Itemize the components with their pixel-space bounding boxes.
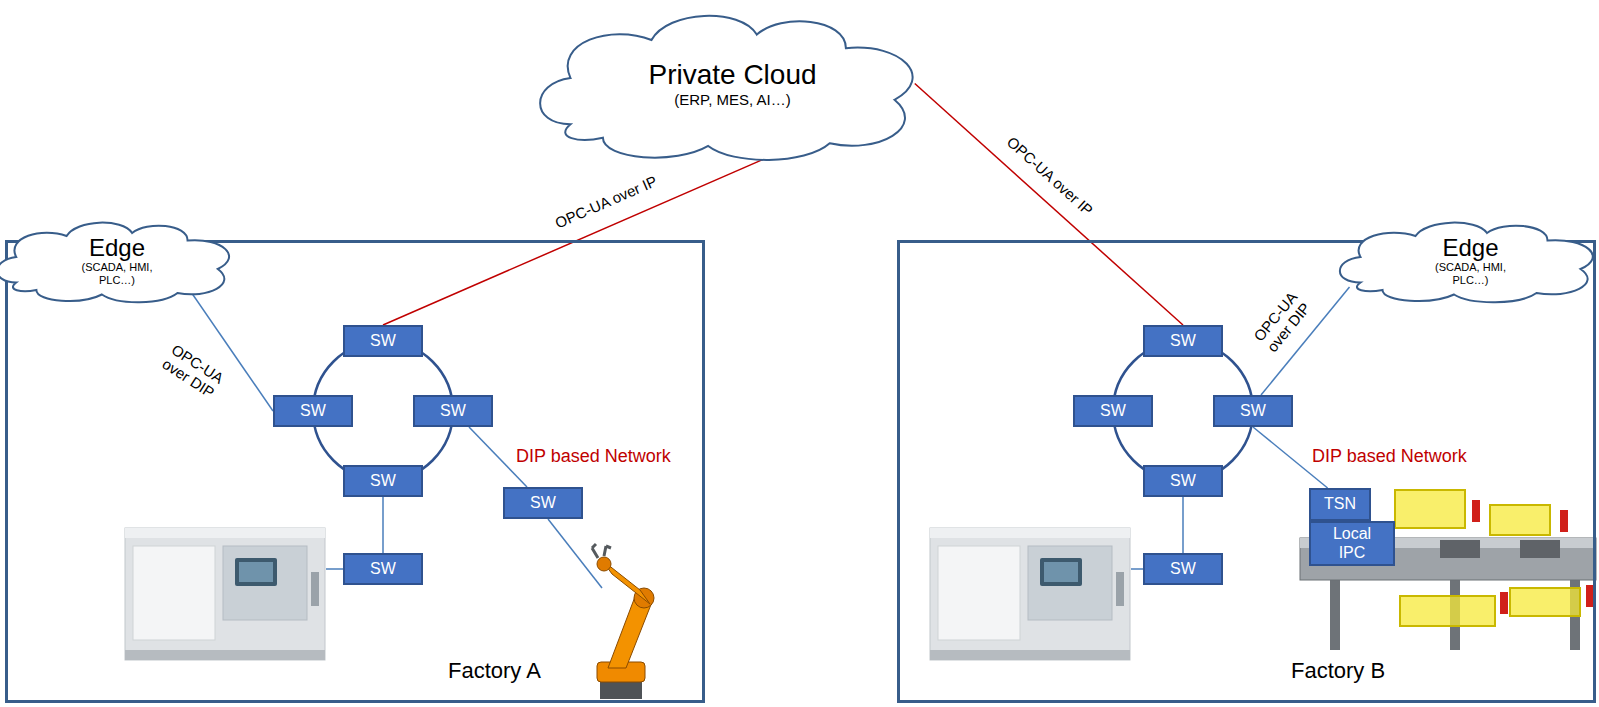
printer-machine [125,528,325,660]
conveyor-part [1440,540,1480,558]
cloud-subtitle: (SCADA, HMI, PLC…) [1426,261,1516,286]
actuator [1586,585,1594,607]
network-link [382,497,384,553]
safety-guard [1510,588,1580,616]
cloud-subtitle: (ERP, MES, AI…) [674,91,790,108]
switch-box: SW [1143,325,1223,357]
box-label: TSN [1324,495,1356,513]
switch-box: SW [1143,465,1223,497]
box-label: SW [1170,332,1196,350]
printer-machine [930,528,1130,660]
box-label: SW [1100,402,1126,420]
actuator [1560,510,1568,532]
box-label: Local IPC [1327,525,1377,562]
box-label: SW [370,560,396,578]
safety-guard [1395,490,1465,528]
device-link [326,568,343,570]
factory-label: Factory A [448,658,541,684]
box-label: SW [370,332,396,350]
switch-box: SW [1143,553,1223,585]
robot-arm [592,544,654,699]
box-label: SW [1240,402,1266,420]
device-link [548,519,602,588]
opc-ua-dip-link [193,294,273,411]
network-link [1182,497,1184,553]
factory-frame: Factory AEdge(SCADA, HMI, PLC…)SWSWSWSWS… [5,240,705,703]
conveyor-part [1520,540,1560,558]
device-link [1131,568,1143,570]
actuator [1472,500,1480,522]
switch-box: SW [1213,395,1293,427]
cloud-outline [540,16,912,160]
link-label: OPC-UA over IP [1003,132,1099,221]
box-label: SW [370,472,396,490]
switch-box: SW [503,487,583,519]
cloud-text-group: Private Cloud(ERP, MES, AI…) [530,2,935,165]
cloud-title: Private Cloud [648,59,816,91]
network-link [469,427,527,487]
cloud-outline [1340,223,1593,303]
conveyor-leg [1330,578,1340,650]
switch-box: SW [343,465,423,497]
switch-box: SW [343,325,423,357]
switch-box: SW [343,553,423,585]
network-label: DIP based Network [516,446,671,467]
opc-ua-dip-link [1261,287,1350,395]
cloud-outline [0,223,229,303]
cloud-text-group: Edge(SCADA, HMI, PLC…) [1333,215,1599,305]
safety-guard [1400,596,1495,626]
cloud-subtitle: (SCADA, HMI, PLC…) [72,261,162,286]
opc-ua-ip-link [915,84,1183,326]
switch-box: SW [1073,395,1153,427]
cloud-text-group: Edge(SCADA, HMI, PLC…) [0,215,243,305]
network-link [1253,427,1328,488]
box-label: SW [1170,472,1196,490]
tsn-box: TSN [1309,488,1371,521]
switch-box: SW [413,395,493,427]
box-label: SW [1170,560,1196,578]
robot-gripper [592,544,611,558]
box-label: SW [440,402,466,420]
safety-guard [1490,505,1550,535]
cloud-node: Private Cloud(ERP, MES, AI…) [530,2,935,165]
network-label: DIP based Network [1312,446,1467,467]
link-label: OPC-UA over DIP [1242,279,1322,366]
edge-cloud: Edge(SCADA, HMI, PLC…) [0,215,243,305]
cloud-title: Edge [89,234,145,262]
factory-frame: Factory BEdge(SCADA, HMI, PLC…)SWSWSWSWS… [897,240,1596,703]
box-label: SW [530,494,556,512]
factory-label: Factory B [1291,658,1385,684]
edge-cloud: Edge(SCADA, HMI, PLC…) [1333,215,1599,305]
switch-box: SW [273,395,353,427]
actuator [1500,592,1508,614]
box-label: SW [300,402,326,420]
cloud-title: Edge [1442,234,1498,262]
robot-base [600,680,642,699]
link-label: OPC-UA over DIP [148,333,237,408]
link-label: OPC-UA over IP [550,172,661,233]
ipc-box: Local IPC [1309,521,1395,566]
robot-wrist [597,557,611,571]
